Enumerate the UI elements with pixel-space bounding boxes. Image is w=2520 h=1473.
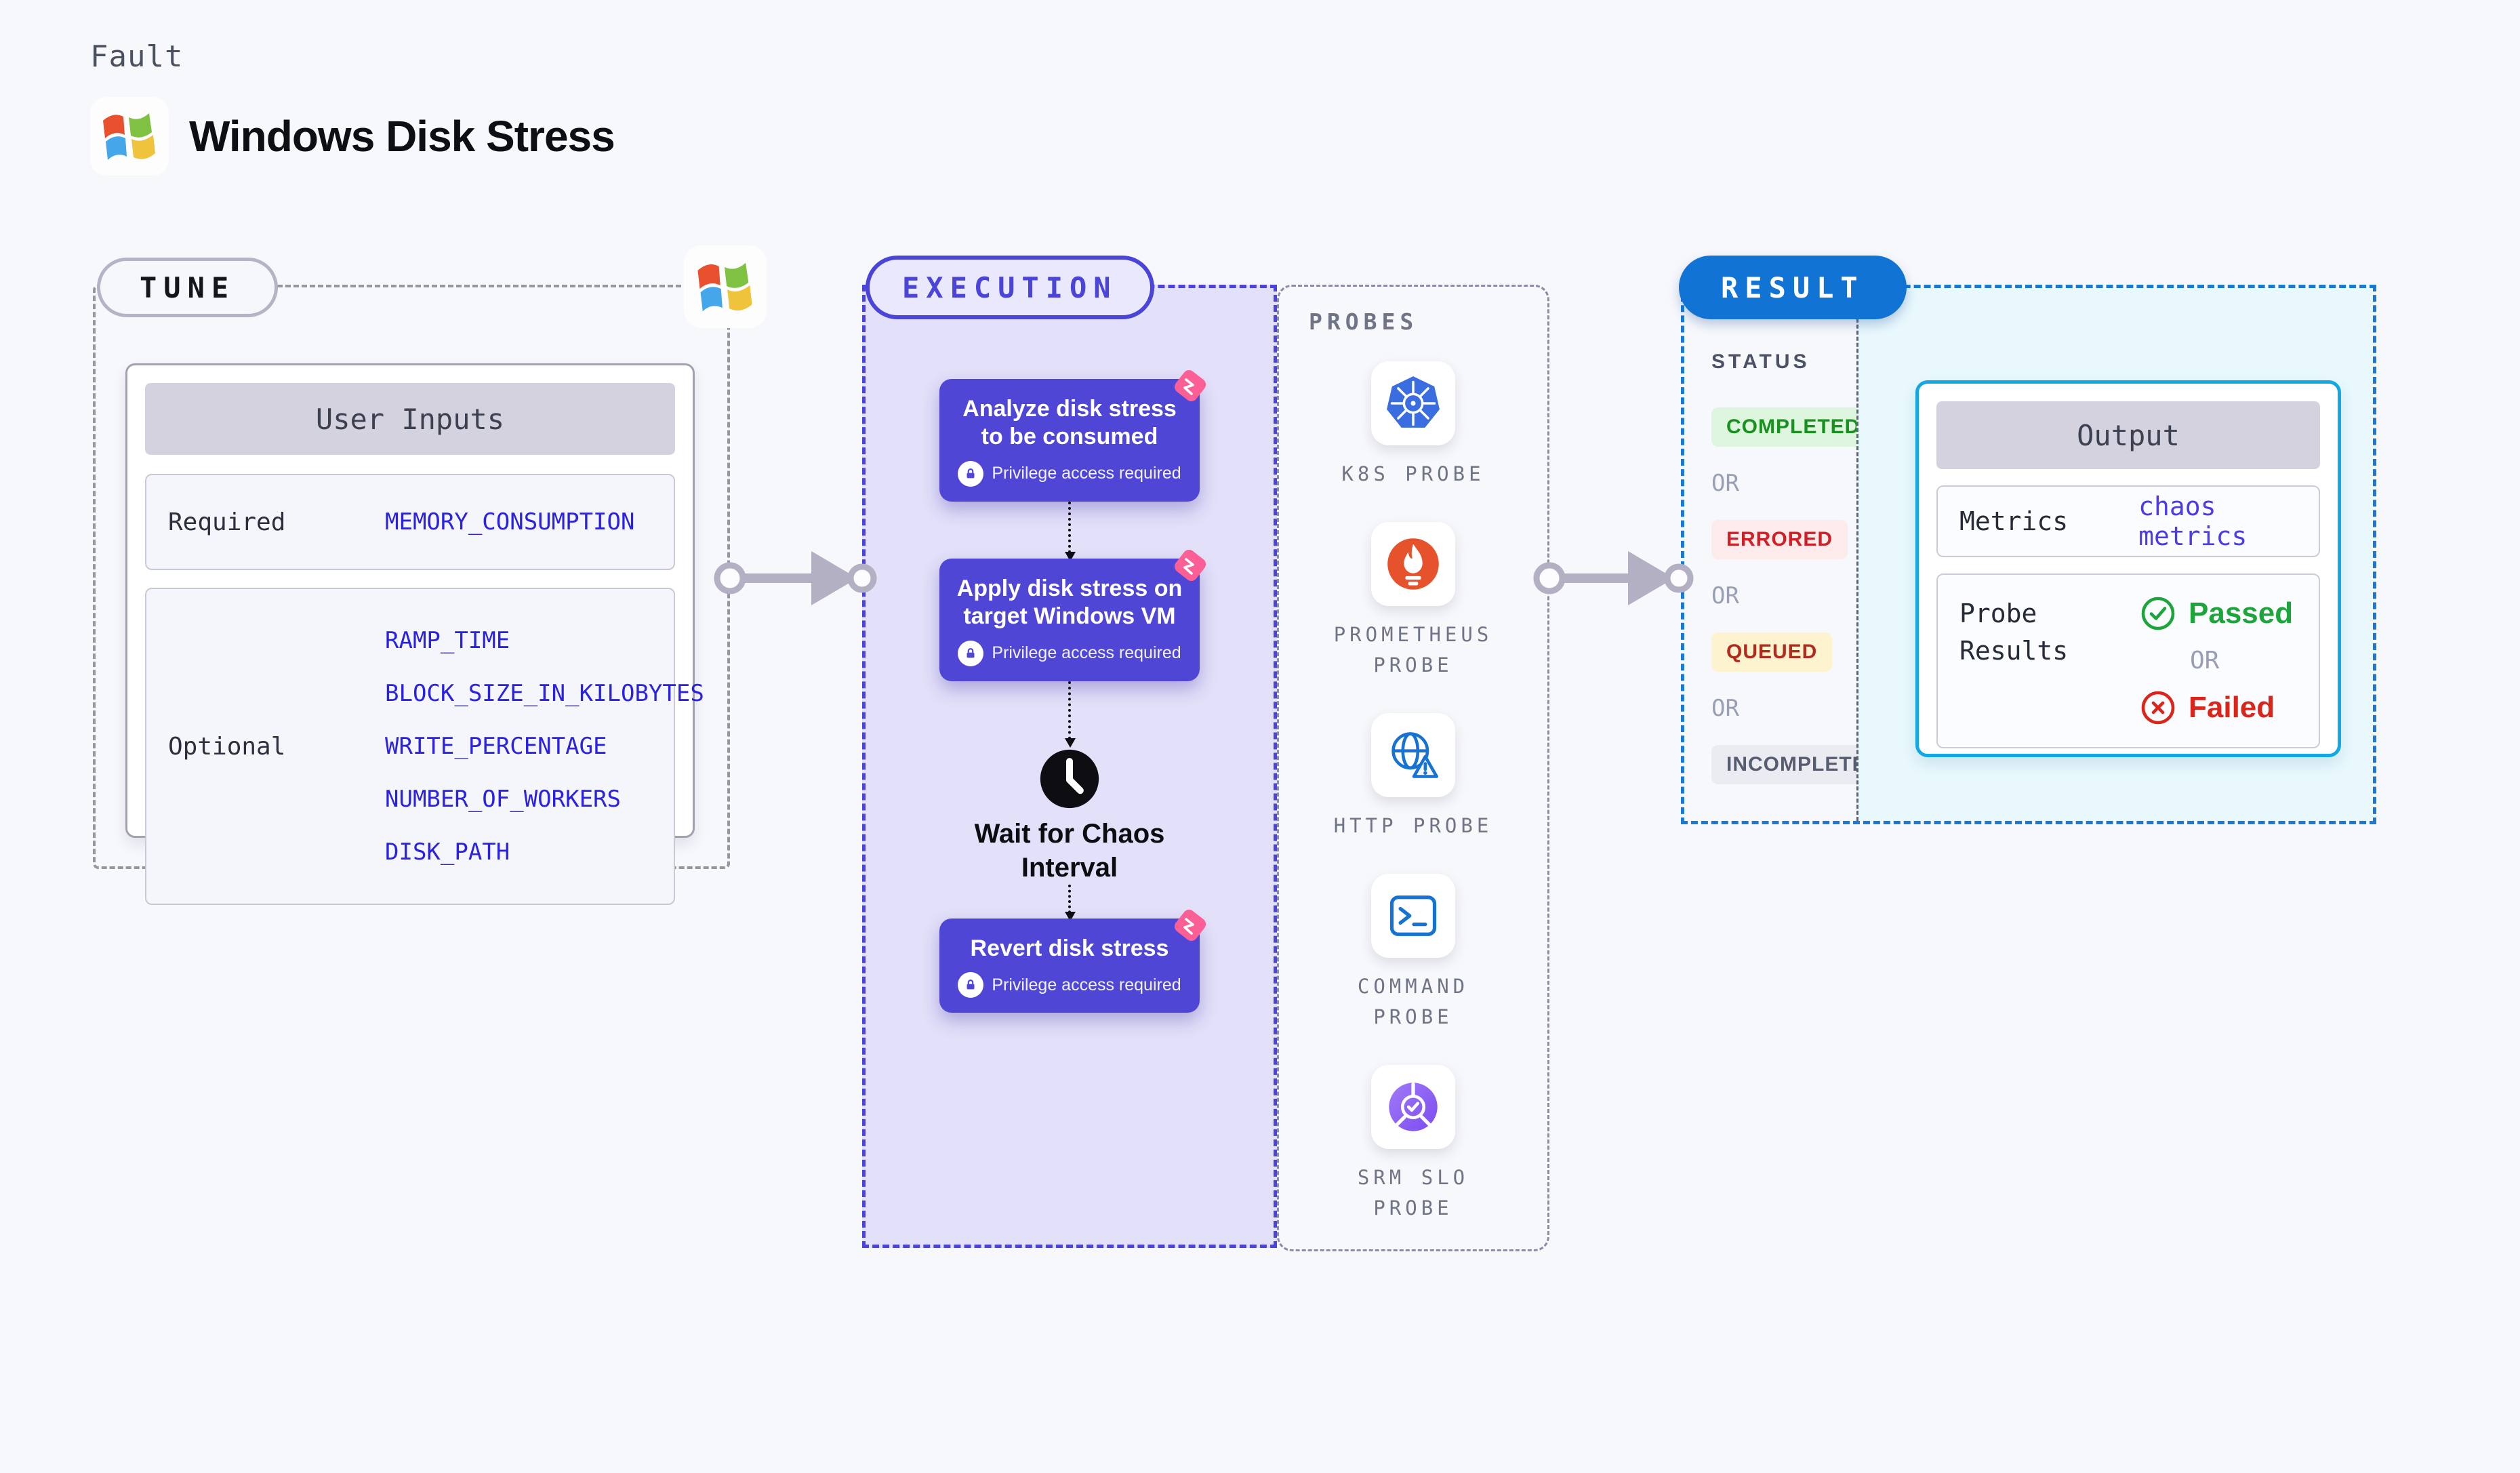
probes-panel: PROBES K8S PRO	[1277, 285, 1549, 1251]
step-card-analyze: Analyze disk stress to be consumed Privi…	[939, 369, 1206, 502]
optional-row: Optional RAMP_TIME BLOCK_SIZE_IN_KILOBYT…	[145, 588, 704, 905]
status-badge-queued: QUEUED	[1711, 632, 1833, 672]
execution-flow: Analyze disk stress to be consumed Privi…	[866, 288, 1274, 1245]
command-probe-icon	[1371, 873, 1455, 958]
failed-x-icon	[2141, 691, 2175, 725]
status-panel: STATUS COMPLETED OR ERRORED OR QUEUED OR…	[1684, 288, 1897, 821]
metrics-row: Metrics chaos metrics	[1936, 485, 2320, 557]
tune-pill: TUNE	[97, 258, 279, 317]
chaos-experiment-icon	[1174, 549, 1206, 581]
input-write-percentage: WRITE_PERCENTAGE	[385, 733, 607, 760]
input-disk-path: DISK_PATH	[385, 839, 510, 866]
chaos-experiment-icon	[1174, 369, 1206, 402]
step-connector	[1065, 501, 1076, 561]
header: Fault Windows Disk Stress	[90, 39, 615, 176]
failed-label: Failed	[2189, 691, 2275, 724]
step-title: Revert disk stress	[970, 935, 1169, 961]
flow-arrow-icon	[1533, 551, 1694, 605]
or-separator: OR	[2190, 647, 2220, 674]
step-title: Apply disk stress on target Windows VM	[956, 575, 1183, 630]
flow-arrow-icon	[714, 551, 877, 605]
required-row: Required MEMORY_CONSUMPTION	[145, 474, 675, 570]
status-title: STATUS	[1711, 350, 1810, 373]
or-separator: OR	[1711, 695, 1739, 722]
srm-slo-probe-icon	[1371, 1064, 1455, 1149]
probe-http: HTTP PROBE	[1312, 712, 1515, 841]
probe-label: SRM SLO PROBE	[1357, 1165, 1469, 1219]
step-connector	[1065, 681, 1076, 748]
status-badge-completed: COMPLETED	[1711, 407, 1875, 447]
step-card-apply: Apply disk stress on target Windows VM P…	[939, 549, 1206, 681]
privilege-label: Privilege access required	[992, 975, 1181, 994]
probe-srm-slo: SRM SLO PROBE	[1312, 1064, 1515, 1224]
k8s-probe-icon	[1371, 361, 1455, 445]
or-separator: OR	[1711, 470, 1739, 497]
privilege-label: Privilege access required	[992, 643, 1181, 663]
lock-icon	[958, 460, 984, 487]
execution-pill: EXECUTION	[866, 256, 1154, 319]
result-section: RESULT STATUS COMPLETED OR ERRORED OR QU…	[1679, 256, 2376, 824]
fault-eyebrow: Fault	[90, 39, 184, 74]
user-inputs-table: User Inputs Required MEMORY_CONSUMPTION …	[125, 363, 704, 905]
passed-label: Passed	[2189, 597, 2294, 630]
tune-section: TUNE User Inputs Required MEMORY_CONSUMP…	[93, 245, 767, 905]
lock-icon	[958, 972, 984, 998]
or-separator: OR	[1711, 582, 1739, 609]
probe-command: COMMAND PROBE	[1312, 873, 1515, 1032]
input-memory-consumption: MEMORY_CONSUMPTION	[385, 508, 635, 536]
step-title: Analyze disk stress to be consumed	[962, 396, 1177, 450]
probe-results-label: Probe Results	[1959, 599, 2069, 666]
windows-logo-icon	[90, 97, 169, 176]
lock-icon	[958, 640, 984, 666]
privilege-label: Privilege access required	[992, 464, 1181, 483]
metrics-value: chaos metrics	[2138, 491, 2248, 551]
input-block-size: BLOCK_SIZE_IN_KILOBYTES	[385, 680, 704, 707]
metrics-label: Metrics	[1959, 506, 2069, 536]
passed-check-icon	[2141, 597, 2175, 630]
input-number-of-workers: NUMBER_OF_WORKERS	[385, 786, 621, 813]
page-title: Windows Disk Stress	[189, 112, 615, 161]
probe-results-row: Probe Results Passed OR	[1936, 573, 2320, 748]
probes-title: PROBES	[1309, 308, 1419, 335]
probe-label: HTTP PROBE	[1333, 813, 1493, 837]
prometheus-probe-icon	[1371, 521, 1455, 606]
result-pill: RESULT	[1679, 256, 1907, 319]
output-card: Output Metrics chaos metrics Probe Resul…	[1915, 380, 2341, 757]
status-badge-errored: ERRORED	[1711, 520, 1848, 559]
step-card-revert: Revert disk stress Privilege access requ…	[939, 909, 1206, 1013]
optional-label: Optional	[168, 732, 286, 761]
clock-icon	[1040, 749, 1099, 808]
probe-label: COMMAND PROBE	[1357, 974, 1469, 1028]
windows-logo-icon	[684, 245, 767, 328]
probe-prometheus: PROMETHEUS PROBE	[1312, 521, 1515, 681]
probe-label: PROMETHEUS PROBE	[1333, 622, 1493, 677]
input-ramp-time: RAMP_TIME	[385, 627, 510, 654]
table-header: User Inputs	[145, 383, 675, 455]
chaos-experiment-icon	[1174, 909, 1206, 941]
wait-step-label: Wait for Chaos Interval	[974, 818, 1165, 883]
probe-k8s: K8S PROBE	[1312, 361, 1515, 489]
output-panel: Output Metrics chaos metrics Probe Resul…	[1856, 288, 2373, 821]
output-header: Output	[1936, 401, 2320, 469]
probe-label: K8S PROBE	[1341, 462, 1485, 485]
execution-section: EXECUTION Analyze disk stress to be cons…	[862, 256, 1277, 1248]
required-label: Required	[168, 508, 286, 536]
http-probe-icon	[1371, 712, 1455, 797]
step-connector	[1065, 884, 1076, 921]
